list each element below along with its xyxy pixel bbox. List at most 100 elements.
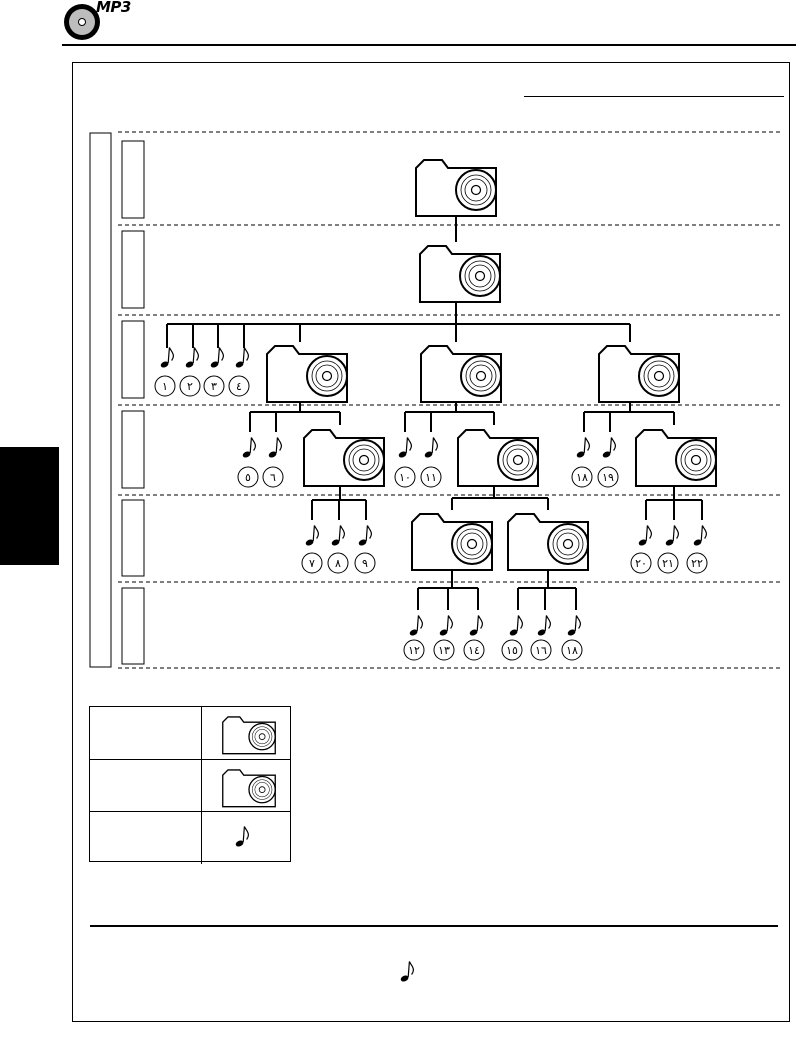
track-number: ٢١ xyxy=(662,557,674,570)
track-number: ٤ xyxy=(236,380,242,393)
folder-icon xyxy=(420,345,502,403)
track-number: ١١ xyxy=(425,471,437,484)
level-box xyxy=(121,410,145,489)
music-note-icon xyxy=(305,524,319,546)
track-number-badge xyxy=(561,639,583,661)
folder-icon xyxy=(507,513,589,571)
music-note-icon xyxy=(398,436,412,458)
legend-table xyxy=(89,706,291,864)
legend-row xyxy=(90,759,290,812)
track-number-badge xyxy=(630,552,652,574)
track-number-badge xyxy=(394,466,416,488)
track-number-badge xyxy=(203,375,225,397)
track-number: ١٨ xyxy=(566,644,578,657)
track-number-badge xyxy=(403,639,425,661)
level-box xyxy=(121,140,145,219)
track-number: ٢٠ xyxy=(635,557,647,570)
track-number-badge xyxy=(154,375,176,397)
title-underline xyxy=(524,96,784,97)
track-number-badge xyxy=(237,466,259,488)
track-number-badge xyxy=(597,466,619,488)
level-box xyxy=(121,320,145,399)
track-number: ١٥ xyxy=(506,644,518,657)
folder-icon xyxy=(598,345,680,403)
track-number-badge xyxy=(301,552,323,574)
track-number: ١٨ xyxy=(576,471,588,484)
legend-label xyxy=(90,812,202,864)
music-note-icon xyxy=(235,346,249,368)
bottom-rule xyxy=(90,925,778,927)
music-note-icon xyxy=(439,614,453,636)
track-number-badge xyxy=(686,552,708,574)
track-number-badge xyxy=(354,552,376,574)
music-note-icon xyxy=(358,524,372,546)
folder-icon xyxy=(222,716,276,755)
section-tab xyxy=(0,447,59,565)
level-box xyxy=(121,230,145,309)
music-note-icon xyxy=(331,524,345,546)
track-number-badge xyxy=(262,466,284,488)
music-note-icon xyxy=(400,960,414,982)
music-note-icon xyxy=(567,614,581,636)
music-note-icon xyxy=(602,436,616,458)
music-note-icon xyxy=(537,614,551,636)
track-number: ٢٢ xyxy=(691,557,703,570)
track-number: ٢ xyxy=(187,380,193,393)
music-note-icon xyxy=(693,524,707,546)
cd-disc-icon xyxy=(64,4,100,40)
track-number: ١ xyxy=(162,380,168,393)
music-note-icon xyxy=(638,524,652,546)
music-note-icon xyxy=(469,614,483,636)
level-box xyxy=(121,499,145,577)
track-number: ١٠ xyxy=(399,471,411,484)
legend-label xyxy=(90,760,202,812)
legend-label xyxy=(90,707,202,759)
folder-icon xyxy=(457,429,539,487)
track-number: ٩ xyxy=(362,557,368,570)
folder-icon xyxy=(419,245,501,303)
track-number-badge xyxy=(420,466,442,488)
legend-row xyxy=(90,811,290,864)
music-note-icon xyxy=(185,346,199,368)
music-note-icon xyxy=(665,524,679,546)
page-header: MP3 xyxy=(0,0,796,48)
music-note-icon xyxy=(424,436,438,458)
track-number: ١٤ xyxy=(468,644,480,657)
track-number: ١٣ xyxy=(438,644,450,657)
track-number: ١٩ xyxy=(602,471,614,484)
track-number-badge xyxy=(463,639,485,661)
music-note-icon xyxy=(409,614,423,636)
folder-icon xyxy=(222,769,276,808)
folder-icon xyxy=(415,159,497,217)
header-rule xyxy=(62,44,796,46)
track-number-badge xyxy=(228,375,250,397)
music-note-icon xyxy=(242,436,256,458)
folder-icon xyxy=(635,429,717,487)
track-number: ٦ xyxy=(270,471,276,484)
legend-row xyxy=(90,707,290,759)
track-number-badge xyxy=(179,375,201,397)
level-bracket xyxy=(89,132,112,668)
track-number-badge xyxy=(657,552,679,574)
music-note-icon xyxy=(160,346,174,368)
music-note-icon xyxy=(576,436,590,458)
music-note-icon xyxy=(235,825,249,848)
folder-icon xyxy=(266,345,348,403)
level-box xyxy=(121,587,145,665)
track-number: ١٦ xyxy=(535,644,547,657)
track-number: ٣ xyxy=(211,380,217,393)
track-number-badge xyxy=(327,552,349,574)
music-note-icon xyxy=(268,436,282,458)
track-number-badge xyxy=(530,639,552,661)
track-number: ٧ xyxy=(309,557,315,570)
track-number-badge xyxy=(433,639,455,661)
track-number: ١٢ xyxy=(408,644,420,657)
mp3-logo: MP3 xyxy=(96,0,131,16)
track-number-badge xyxy=(501,639,523,661)
music-note-icon xyxy=(509,614,523,636)
folder-icon xyxy=(303,429,385,487)
folder-icon xyxy=(411,513,493,571)
music-note-icon xyxy=(210,346,224,368)
track-number: ٨ xyxy=(335,557,341,570)
